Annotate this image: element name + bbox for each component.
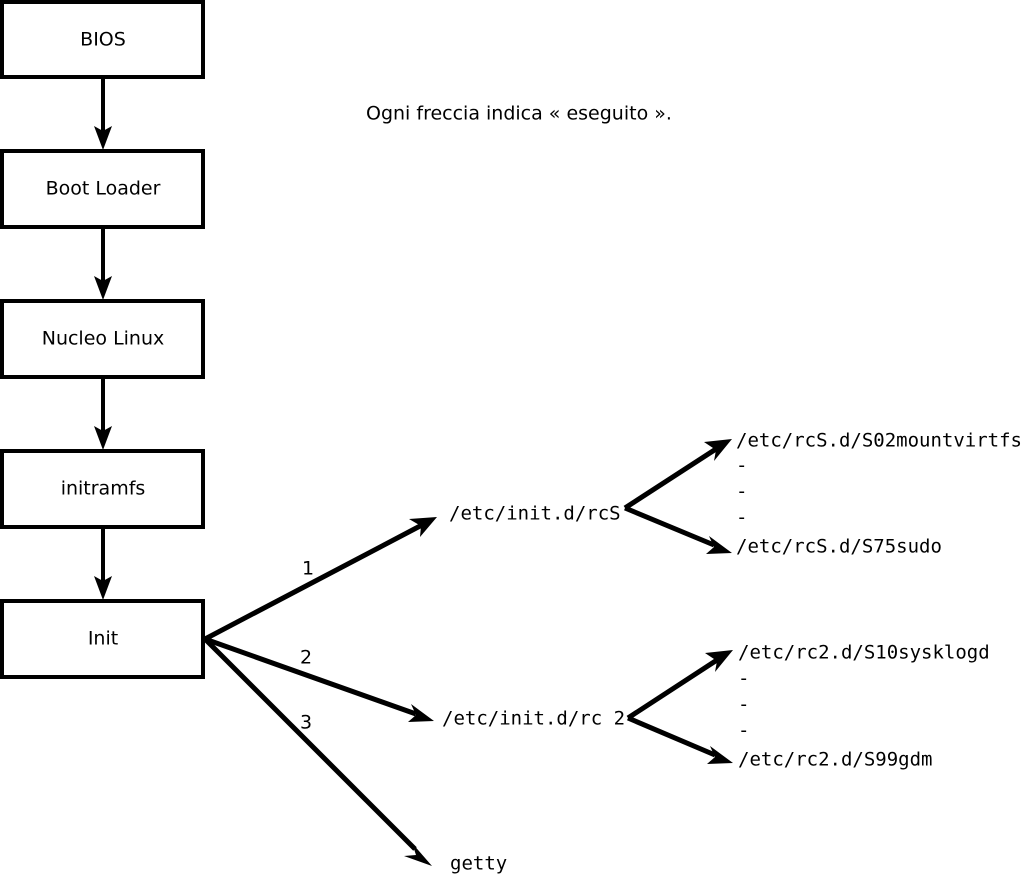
box-initramfs[interactable]: initramfs — [0, 449, 205, 529]
box-boot-loader[interactable]: Boot Loader — [0, 149, 205, 229]
rc2-ellipsis-dash-1: - — [738, 668, 749, 690]
arrowhead-initramfs-to-init — [94, 576, 112, 600]
arrowhead-bios-to-bootloader — [94, 126, 112, 150]
rc2-fan-bottom-arrowhead — [707, 746, 733, 764]
label-rc2-first-script: /etc/rc2.d/S10sysklogd — [738, 642, 990, 664]
box-bios-rect — [0, 0, 205, 79]
rcs-fan-bottom-arrowhead — [706, 536, 732, 554]
rcs-ellipsis-dash-3: - — [736, 507, 747, 529]
rcs-ellipsis-dash-1: - — [736, 455, 747, 477]
label-rcs-last-script: /etc/rcS.d/S75sudo — [736, 536, 942, 558]
label-getty: getty — [450, 853, 507, 875]
init-branch-1-line — [203, 522, 424, 642]
init-branch-2-arrowhead — [408, 704, 434, 722]
chain-connectors — [94, 77, 112, 600]
init-branch-1-arrowhead — [409, 517, 437, 537]
arrowhead-bootloader-to-kernel — [94, 276, 112, 300]
box-boot-loader-label: Boot Loader — [46, 178, 161, 200]
rcs-fan-top-line — [623, 446, 718, 511]
box-nucleo-linux[interactable]: Nucleo Linux — [0, 299, 205, 379]
label-init-d-rcs: /etc/init.d/rcS — [449, 503, 621, 525]
init-branch-2: 2 — [204, 636, 434, 722]
box-nucleo-linux-rect — [0, 299, 205, 379]
init-branch-3: 3 — [203, 637, 432, 866]
rc2-fanout — [626, 650, 733, 764]
box-bios[interactable]: BIOS — [0, 0, 205, 79]
init-branch-3-arrowhead — [404, 843, 432, 866]
rc2-fan-top-arrowhead — [705, 650, 733, 672]
box-initramfs-label: initramfs — [61, 478, 146, 500]
init-branch-3-line — [203, 637, 417, 851]
label-init-d-rc2: /etc/init.d/rc 2 — [442, 708, 625, 730]
box-nucleo-linux-label: Nucleo Linux — [42, 328, 165, 350]
box-bios-label: BIOS — [80, 29, 126, 51]
arrowhead-kernel-to-initramfs — [94, 426, 112, 450]
rcs-fanout — [623, 439, 732, 554]
box-initramfs-rect — [0, 449, 205, 529]
rcs-fan-bottom-line — [624, 505, 715, 548]
rc2-fan-bottom-line — [627, 715, 716, 758]
label-rc2-last-script: /etc/rc2.d/S99gdm — [738, 749, 932, 771]
init-branch-2-number: 2 — [300, 647, 312, 669]
rcs-ellipsis-dash-2: - — [736, 481, 747, 503]
init-branch-2-line — [204, 636, 417, 717]
rcs-fan-top-arrowhead — [704, 439, 732, 461]
box-init-rect — [0, 599, 205, 679]
init-branch-1: 1 — [203, 517, 437, 642]
label-rcs-first-script: /etc/rcS.d/S02mountvirtfs — [736, 430, 1022, 452]
box-init[interactable]: Init — [0, 599, 205, 679]
diagram-caption: Ogni freccia indica « eseguito ». — [366, 103, 672, 125]
init-branch-3-number: 3 — [300, 712, 312, 734]
box-init-label: Init — [88, 628, 118, 650]
rc2-ellipsis-dash-2: - — [738, 694, 749, 716]
init-branch-1-number: 1 — [302, 558, 314, 580]
rc2-ellipsis-dash-3: - — [738, 720, 749, 742]
rc2-fan-top-line — [626, 657, 719, 721]
box-boot-loader-rect — [0, 149, 205, 229]
